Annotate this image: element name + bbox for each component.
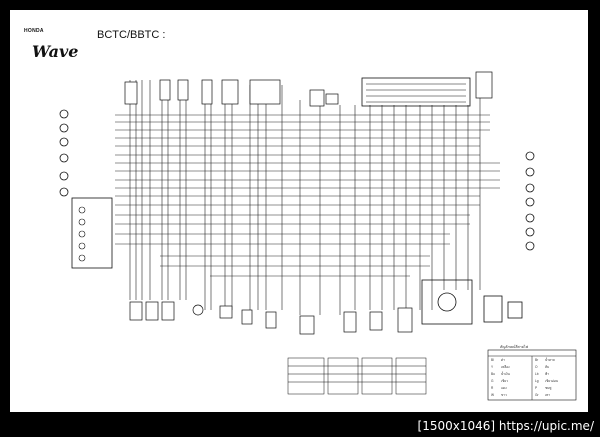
- bottom-components: [129, 301, 413, 335]
- top-connectors: [124, 71, 493, 107]
- legend-name: แดง: [501, 386, 507, 390]
- alternator-icon: [437, 292, 457, 312]
- alternator-frame: [421, 279, 473, 325]
- legend-name: ดำ: [501, 358, 505, 362]
- legend-code: Y: [491, 365, 494, 369]
- honda-brand: HONDA: [24, 28, 44, 34]
- meter-panel: [71, 197, 113, 269]
- legend-name2: ชมพู: [545, 386, 552, 390]
- legend-title: สัญลักษณ์สีสายไฟ: [500, 345, 529, 349]
- ecu-connector-block: [361, 77, 471, 107]
- legend-code: Bu: [491, 372, 495, 376]
- legend-name2: ฟ้า: [545, 372, 550, 376]
- wiring-diagram-sheet: HONDA Wave BCTC/BBTC :: [10, 10, 588, 412]
- legend-code2: O: [535, 365, 538, 369]
- legend-name2: เทา: [545, 393, 550, 397]
- wiring-schematic: [59, 71, 577, 401]
- main-harness-lines: [115, 80, 500, 315]
- legend-name2: น้ำตาล: [545, 358, 555, 362]
- legend-code: R: [491, 386, 494, 390]
- right-lamps: [525, 151, 535, 251]
- legend-code2: Lg: [535, 379, 539, 383]
- legend-code: G: [491, 379, 494, 383]
- legend-name: เขียว: [501, 379, 508, 383]
- legend-name: น้ำเงิน: [501, 372, 510, 376]
- meter-indicators: [78, 206, 86, 262]
- regulator-box: [483, 295, 503, 323]
- upic-watermark: [1500x1046] https://upic.me/: [417, 419, 594, 433]
- color-legend-table: [487, 349, 577, 401]
- legend-name2: เขียวอ่อน: [545, 379, 558, 383]
- legend-code: Bl: [491, 358, 494, 362]
- switch-tables: [287, 357, 427, 395]
- ecu-pins: [366, 83, 466, 103]
- legend-name2: ส้ม: [545, 365, 550, 369]
- diagram-code-title: BCTC/BBTC :: [97, 29, 166, 41]
- legend-code2: Br: [535, 358, 539, 362]
- battery-box: [507, 301, 523, 319]
- legend-name: เหลือง: [501, 365, 510, 369]
- legend-code2: Lb: [535, 372, 539, 376]
- legend-code: W: [491, 393, 495, 397]
- legend-code2: Gr: [535, 393, 539, 397]
- wave-logo: Wave: [32, 42, 79, 61]
- legend-name: ขาว: [501, 393, 507, 397]
- legend-code2: P: [535, 386, 538, 390]
- left-lamps: [59, 109, 69, 197]
